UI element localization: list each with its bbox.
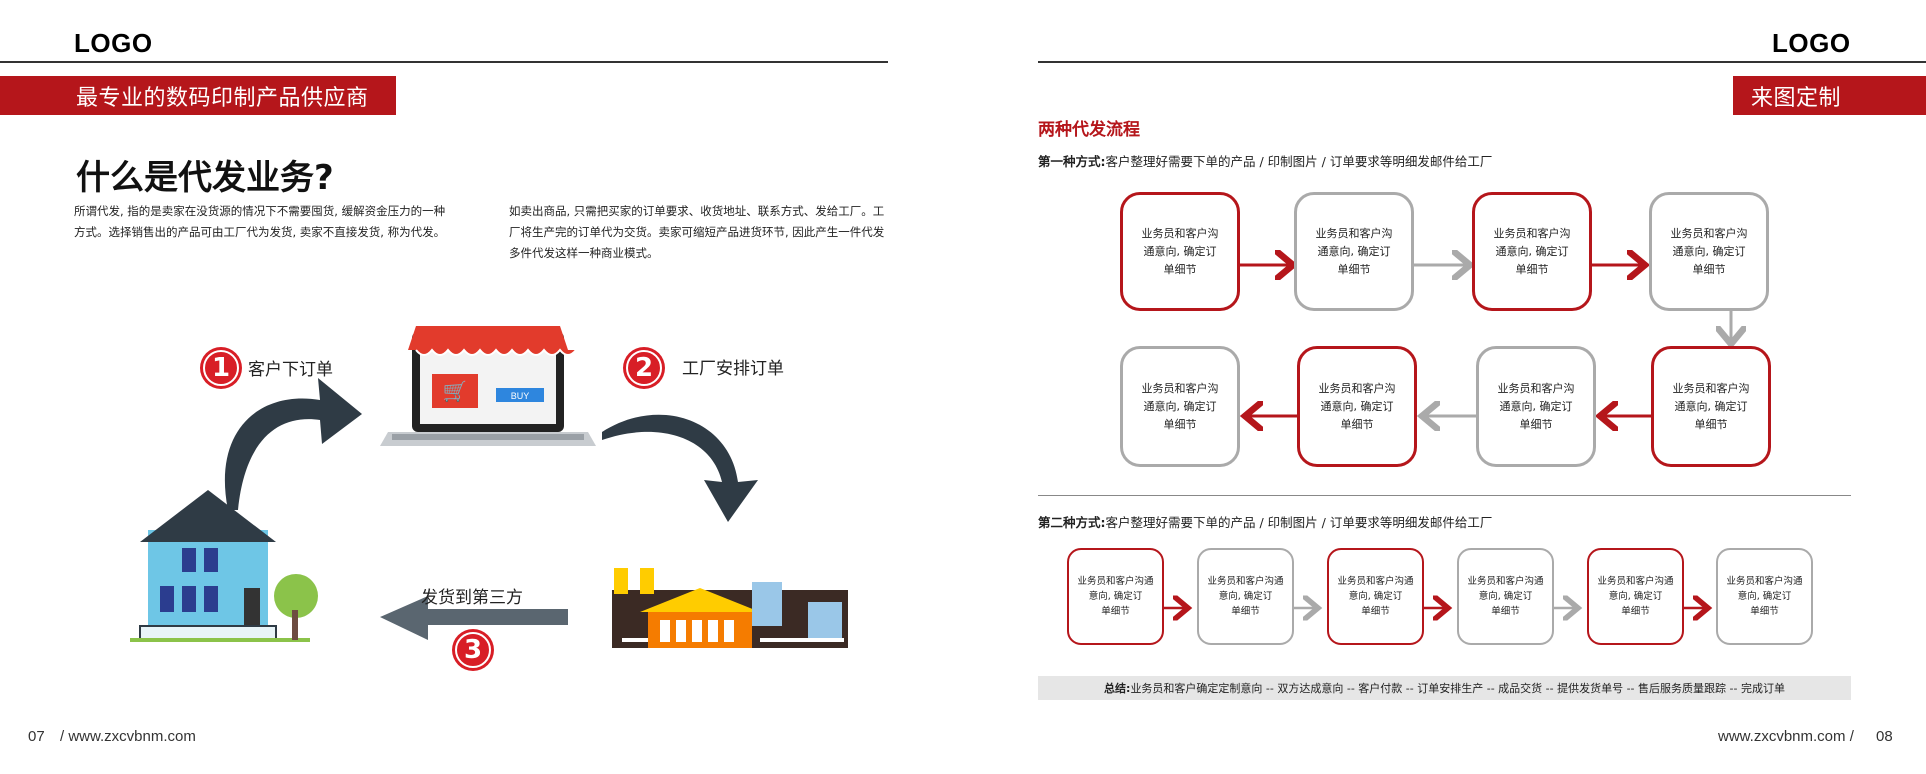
svg-text:🛒: 🛒 [443, 379, 468, 403]
small-box-line: 业务员和客户沟通 [1337, 576, 1414, 587]
small-box-line: 业务员和客户沟通 [1207, 576, 1284, 587]
curved-arrow-down-icon [602, 414, 758, 522]
small-box-line: 意向, 确定订 [1608, 591, 1663, 602]
box-line: 单细节 [1163, 417, 1197, 431]
flow-1-step-6: 业务员和客户沟通意向, 确定订单细节 [1476, 346, 1596, 467]
box-line: 通意向, 确定订 [1672, 244, 1746, 258]
box-line: 业务员和客户沟 [1493, 226, 1571, 240]
small-box-line: 业务员和客户沟通 [1467, 576, 1544, 587]
step-1-badge [200, 347, 242, 389]
box-line: 单细节 [1340, 417, 1374, 431]
factory-icon [612, 568, 848, 648]
step-3-number: 3 [463, 635, 483, 665]
summary-label: 总结: [1104, 682, 1131, 695]
curved-arrow-up-icon [224, 378, 362, 510]
box-line: 业务员和客户沟 [1141, 226, 1219, 240]
summary-bar: 总结:业务员和客户确定定制意向 -- 双方达成意向 -- 客户付款 -- 订单安… [1038, 676, 1851, 700]
flow-1-step-2: 业务员和客户沟通意向, 确定订单细节 [1294, 192, 1414, 311]
small-box-line: 单细节 [1361, 606, 1390, 617]
small-box-line: 意向, 确定订 [1478, 591, 1533, 602]
small-box-line: 意向, 确定订 [1737, 591, 1792, 602]
step-1-number: 1 [211, 353, 231, 383]
small-box-line: 业务员和客户沟通 [1726, 576, 1803, 587]
page-number-left: 07 [28, 728, 45, 745]
banner-right: 来图定制 [1733, 76, 1926, 115]
small-box-line: 单细节 [1231, 606, 1260, 617]
flow-2-step-3: 业务员和客户沟通意向, 确定订单细节 [1327, 548, 1424, 645]
house-icon [130, 490, 318, 642]
method-1-label: 第一种方式: [1038, 154, 1106, 169]
flow-2-step-2: 业务员和客户沟通意向, 确定订单细节 [1197, 548, 1294, 645]
box-line: 通意向, 确定订 [1499, 399, 1573, 413]
logo-left: LOGO [74, 28, 153, 58]
flow-1-step-8: 业务员和客户沟通意向, 确定订单细节 [1120, 346, 1240, 467]
box-line: 单细节 [1694, 417, 1728, 431]
small-box-line: 意向, 确定订 [1088, 591, 1143, 602]
box-line: 通意向, 确定订 [1317, 244, 1391, 258]
small-box-line: 单细节 [1750, 606, 1779, 617]
box-line: 通意向, 确定订 [1495, 244, 1569, 258]
method-1-line: 第一种方式:客户整理好需要下单的产品 / 印制图片 / 订单要求等明细发邮件给工… [1038, 151, 1492, 170]
flow-1-step-5: 业务员和客户沟通意向, 确定订单细节 [1651, 346, 1771, 467]
box-line: 通意向, 确定订 [1674, 399, 1748, 413]
laptop-shop-icon: 🛒 BUY [380, 326, 596, 446]
box-line: 业务员和客户沟 [1318, 381, 1396, 395]
box-line: 通意向, 确定订 [1320, 399, 1394, 413]
section-divider [1038, 495, 1851, 496]
header-rule-left [0, 61, 888, 63]
box-line: 单细节 [1692, 262, 1726, 276]
small-box-line: 单细节 [1621, 606, 1650, 617]
small-box-line: 单细节 [1101, 606, 1130, 617]
flow-1-step-1: 业务员和客户沟通意向, 确定订单细节 [1120, 192, 1240, 311]
intro-paragraph-2: 如卖出商品, 只需把买家的订单要求、收货地址、联系方式、发给工厂。工厂将生产完的… [509, 204, 885, 260]
box-line: 通意向, 确定订 [1143, 244, 1217, 258]
box-line: 业务员和客户沟 [1672, 381, 1750, 395]
method-1-text: 客户整理好需要下单的产品 / 印制图片 / 订单要求等明细发邮件给工厂 [1105, 154, 1493, 169]
flow-1-step-7: 业务员和客户沟通意向, 确定订单细节 [1297, 346, 1417, 467]
box-line: 单细节 [1163, 262, 1197, 276]
flow-2-step-1: 业务员和客户沟通意向, 确定订单细节 [1067, 548, 1164, 645]
summary-text: 业务员和客户确定定制意向 -- 双方达成意向 -- 客户付款 -- 订单安排生产… [1130, 682, 1785, 695]
buy-button-label: BUY [511, 391, 530, 401]
step-2-label: 工厂安排订单 [682, 359, 784, 379]
small-box-line: 业务员和客户沟通 [1597, 576, 1674, 587]
page-number-right: 08 [1876, 728, 1893, 745]
step-2-number: 2 [634, 353, 654, 383]
header-rule-right [1038, 61, 1926, 63]
small-box-line: 业务员和客户沟通 [1077, 576, 1154, 587]
flow-2-step-6: 业务员和客户沟通意向, 确定订单细节 [1716, 548, 1813, 645]
box-line: 业务员和客户沟 [1497, 381, 1575, 395]
flow-1-step-3: 业务员和客户沟通意向, 确定订单细节 [1472, 192, 1592, 311]
flow-2-step-5: 业务员和客户沟通意向, 确定订单细节 [1587, 548, 1684, 645]
step-3-badge [452, 629, 494, 671]
box-line: 单细节 [1519, 417, 1553, 431]
step-2-badge [623, 347, 665, 389]
method-2-text: 客户整理好需要下单的产品 / 印制图片 / 订单要求等明细发邮件给工厂 [1105, 515, 1493, 530]
flow-1-step-4: 业务员和客户沟通意向, 确定订单细节 [1649, 192, 1769, 311]
small-box-line: 意向, 确定订 [1348, 591, 1403, 602]
box-line: 业务员和客户沟 [1141, 381, 1219, 395]
small-box-line: 单细节 [1491, 606, 1520, 617]
dropshipping-cycle-illustration: 🛒 BUY [130, 326, 848, 648]
box-line: 业务员和客户沟 [1315, 226, 1393, 240]
website-url-right[interactable]: www.zxcvbnm.com / [1718, 728, 1854, 745]
intro-paragraph-1: 所谓代发, 指的是卖家在没货源的情况下不需要囤货, 缓解资金压力的一种方式。选择… [74, 204, 446, 239]
box-line: 业务员和客户沟 [1670, 226, 1748, 240]
step-3-label: 发货到第三方 [421, 588, 523, 608]
website-url-left[interactable]: / www.zxcvbnm.com [60, 728, 196, 745]
box-line: 通意向, 确定订 [1143, 399, 1217, 413]
flow-section-title: 两种代发流程 [1038, 120, 1140, 140]
step-1-label: 客户下订单 [248, 360, 333, 380]
small-box-line: 意向, 确定订 [1218, 591, 1273, 602]
page-title: 什么是代发业务? [76, 158, 334, 198]
method-2-label: 第二种方式: [1038, 515, 1106, 530]
logo-right: LOGO [1772, 28, 1851, 58]
box-line: 单细节 [1337, 262, 1371, 276]
box-line: 单细节 [1515, 262, 1549, 276]
banner-left: 最专业的数码印制产品供应商 [0, 76, 396, 115]
flow-2-step-4: 业务员和客户沟通意向, 确定订单细节 [1457, 548, 1554, 645]
method-2-line: 第二种方式:客户整理好需要下单的产品 / 印制图片 / 订单要求等明细发邮件给工… [1038, 512, 1492, 531]
